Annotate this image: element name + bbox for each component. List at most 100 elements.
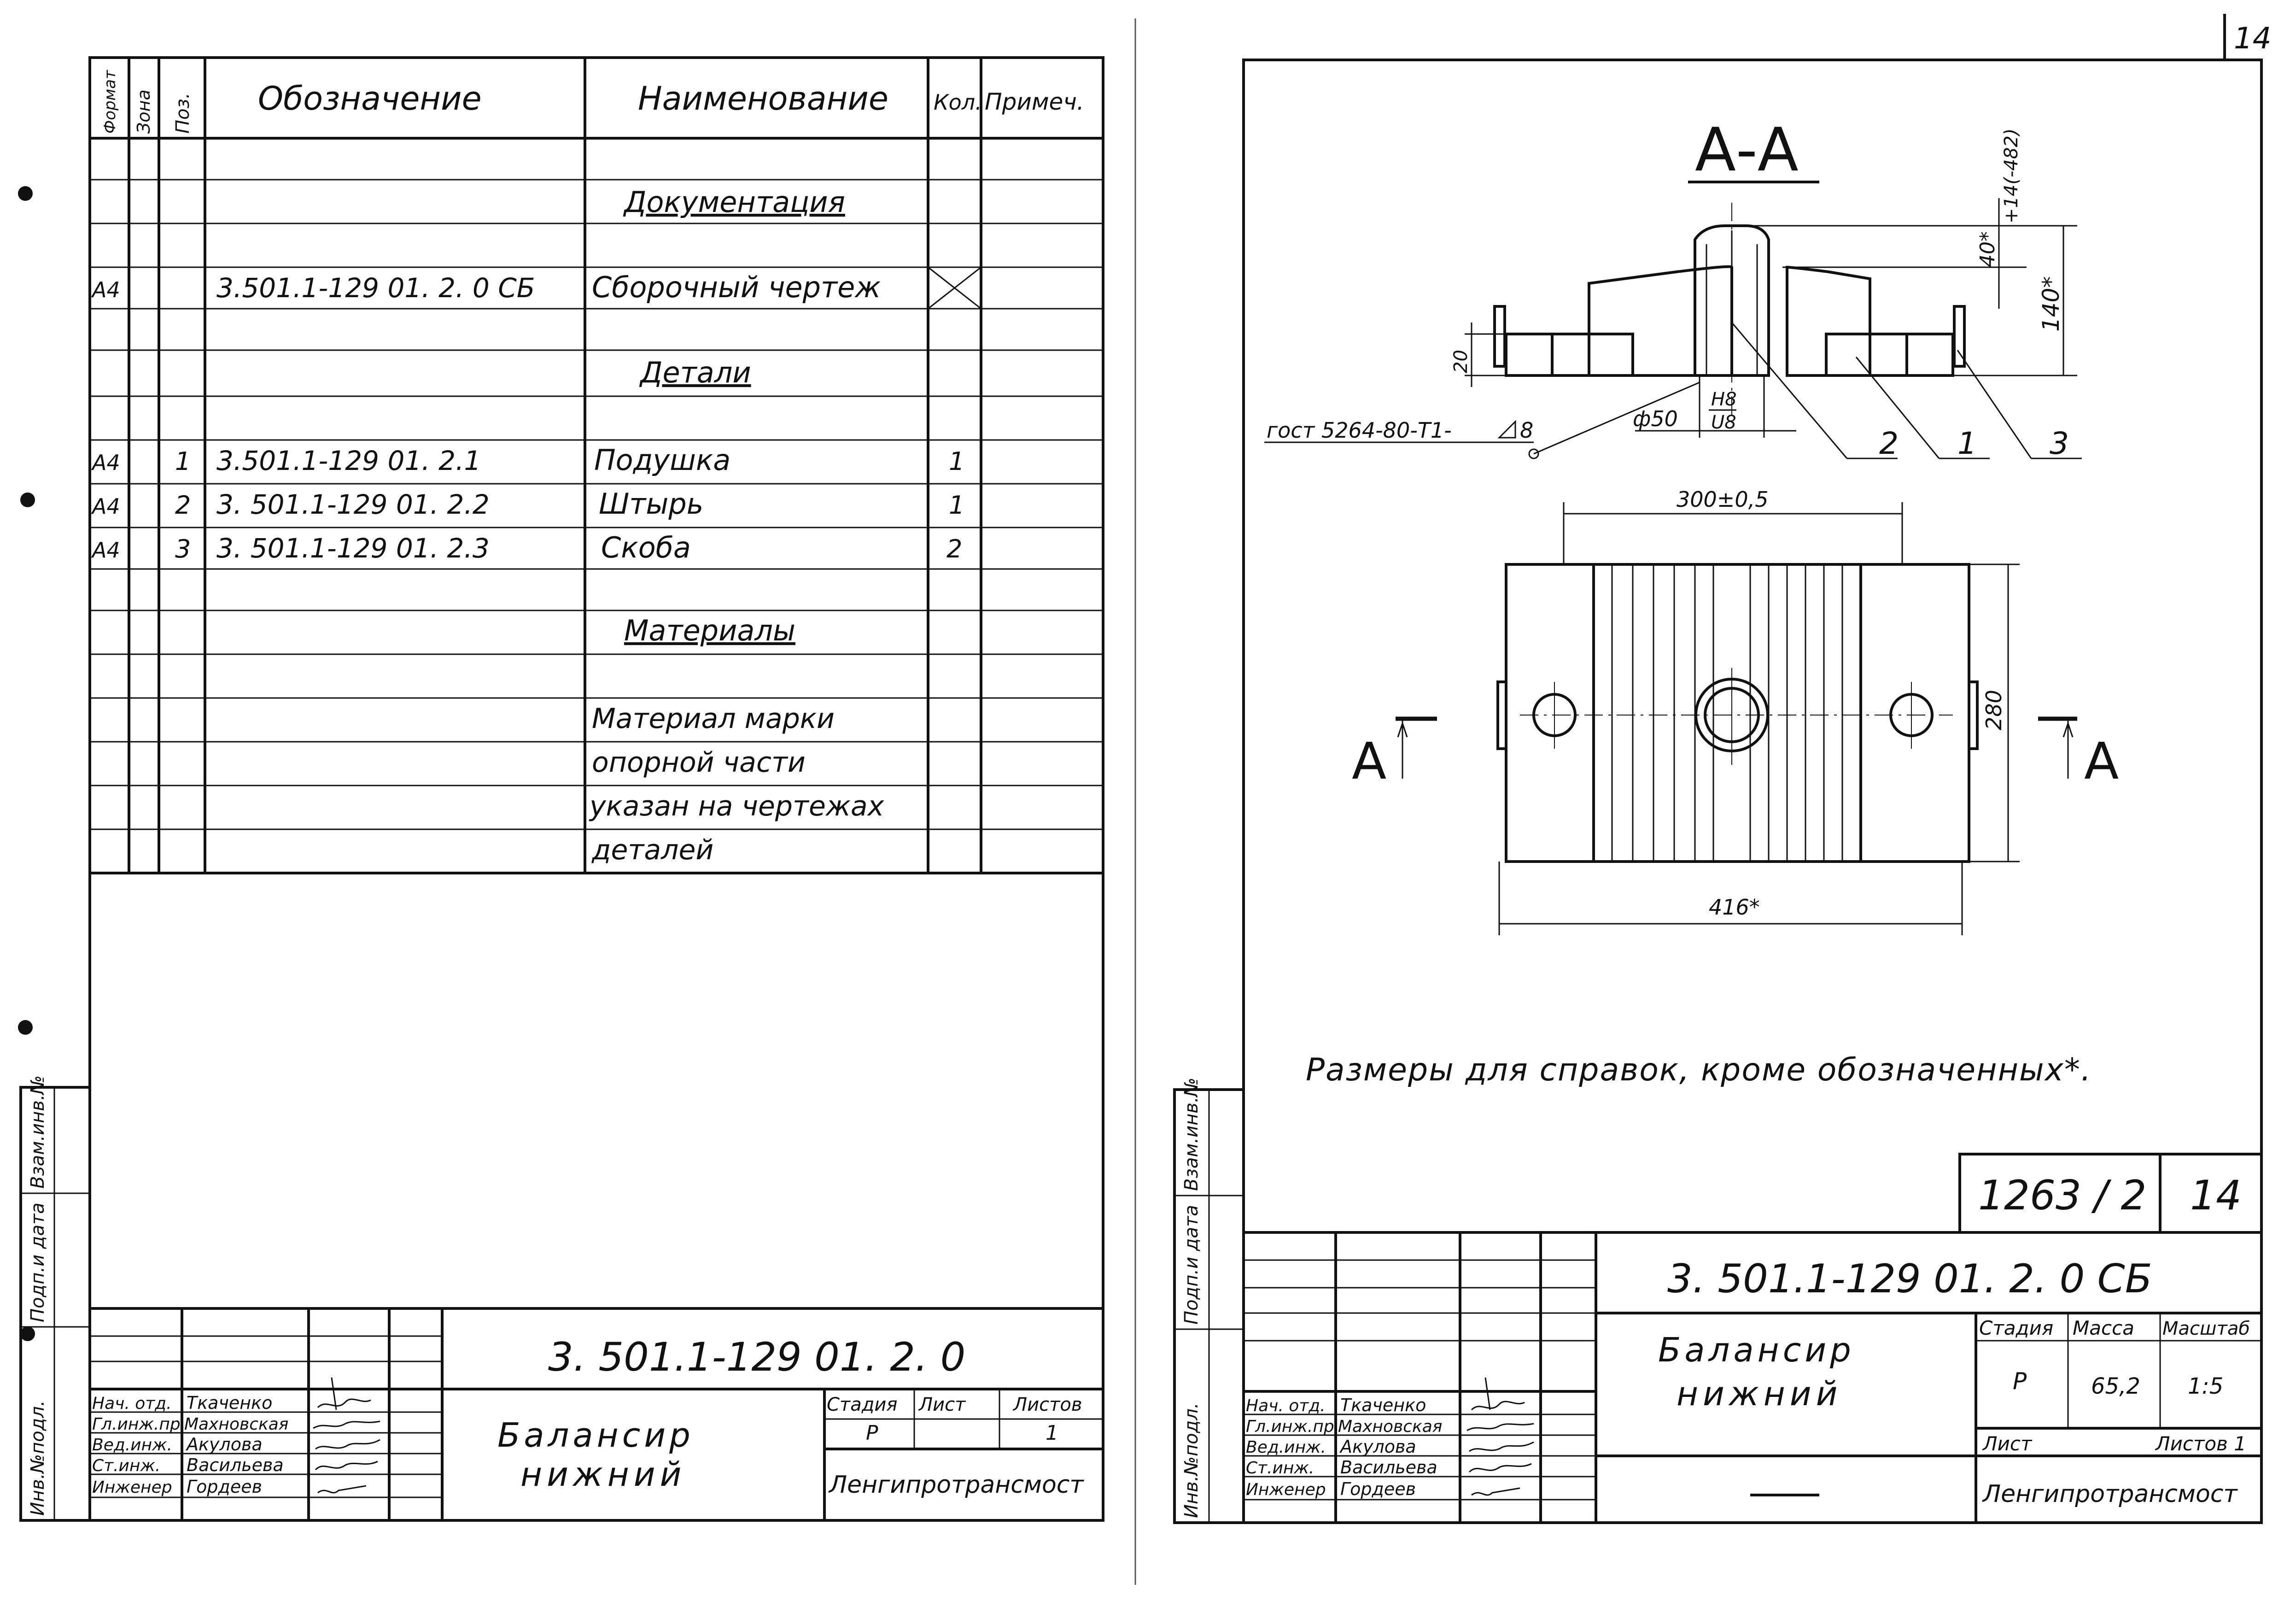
right-signature-2 xyxy=(1466,1423,1534,1431)
row-1-designation: 3.501.1-129 01. 2. 0 СБ xyxy=(216,272,535,304)
left-role-5: Инженер xyxy=(92,1478,172,1497)
row-1-format: А4 xyxy=(91,277,120,302)
left-name-5: Гордеев xyxy=(187,1477,262,1497)
right-mass-value: 65,2 xyxy=(2091,1373,2140,1399)
right-signature-5 xyxy=(1471,1487,1520,1496)
right-name-2: Махновская xyxy=(1338,1417,1442,1436)
right-name-5: Гордеев xyxy=(1340,1479,1416,1499)
right-stage-label: Стадия xyxy=(1979,1317,2053,1339)
right-side-label-1: Инв.№подл. xyxy=(1181,1402,1202,1518)
right-doc-code: 3. 501.1-129 01. 2. 0 СБ xyxy=(1667,1256,2152,1302)
left-doc-code: 3. 501.1-129 01. 2. 0 xyxy=(548,1334,965,1380)
right-role-1: Нач. отд. xyxy=(1246,1396,1326,1415)
header-format: Формат xyxy=(101,70,119,134)
page-number: 14 xyxy=(2234,22,2271,56)
left-role-2: Гл.инж.пр. xyxy=(92,1415,186,1434)
callout-1: 1 xyxy=(1957,426,1977,461)
row-1-name: Сборочный чертеж xyxy=(592,270,881,304)
plan-view xyxy=(1496,563,1979,863)
left-name-1: Ткаченко xyxy=(187,1393,272,1413)
left-stage-label: Стадия xyxy=(827,1394,897,1415)
left-side-label-3: Взам.инв.№ xyxy=(27,1075,48,1189)
left-title-line-1: Балансир xyxy=(497,1416,694,1454)
right-signature-1 xyxy=(1471,1377,1525,1411)
row-4-designation: 3. 501.1-129 01. 2.3 xyxy=(216,533,490,564)
left-role-4: Ст.инж. xyxy=(92,1456,160,1475)
right-sheet: 14 Взам.инв.№ Подп.и дата Инв.№подл. А-А xyxy=(1173,14,2271,1524)
left-side-strip xyxy=(19,1086,91,1522)
section-parts: Детали xyxy=(639,356,751,389)
plan-dimensions xyxy=(1498,502,2020,935)
row-3-qty: 1 xyxy=(949,491,964,520)
right-title-block: 3. 501.1-129 01. 2. 0 СБ Балансир нижний… xyxy=(1244,1231,2261,1523)
right-signature-3 xyxy=(1469,1441,1534,1452)
dim-phi50: ф50 xyxy=(1633,406,1678,431)
row-2-name: Подушка xyxy=(594,443,730,477)
left-side-label-2: Подп.и дата xyxy=(27,1202,48,1322)
right-role-5: Инженер xyxy=(1246,1480,1326,1499)
dim-40: 40* xyxy=(1976,231,1999,267)
left-role-1: Нач. отд. xyxy=(92,1394,172,1413)
left-side-label-1: Инв.№подл. xyxy=(27,1400,48,1516)
row-4-name: Скоба xyxy=(601,531,691,564)
row-2-format: А4 xyxy=(91,450,120,475)
row-4-pos: 3 xyxy=(175,534,191,563)
left-sheets-value: 1 xyxy=(1046,1421,1058,1445)
archive-number: 1263 / 2 xyxy=(1978,1172,2147,1219)
weld-triangle-icon xyxy=(1497,420,1516,439)
spec-row: А4 3.501.1-129 01. 2. 0 СБ Сборочный чер… xyxy=(91,270,881,304)
materials-note-line-4: деталей xyxy=(591,834,713,866)
section-mark-left: А xyxy=(1352,716,1437,791)
right-org: Ленгипротрансмост xyxy=(1982,1480,2238,1508)
right-scale-value: 1:5 xyxy=(2188,1373,2223,1399)
section-documentation: Документация xyxy=(623,185,845,219)
dim-fit-bottom: U8 xyxy=(1711,412,1736,433)
spec-row: А4 1 3.501.1-129 01. 2.1 Подушка 1 xyxy=(91,443,964,477)
materials-note-line-2: опорной части xyxy=(592,746,806,779)
right-side-label-3: Взам.инв.№ xyxy=(1181,1078,1202,1191)
header-designation: Обозначение xyxy=(258,80,482,117)
right-role-3: Вед.инж. xyxy=(1246,1438,1326,1457)
footnote: Размеры для справок, кроме обозначенных*… xyxy=(1306,1052,2092,1088)
materials-note-line-1: Материал марки xyxy=(592,703,835,735)
left-stage-value: Р xyxy=(866,1421,878,1445)
section-dimensions xyxy=(1264,198,2082,459)
left-role-3: Вед.инж. xyxy=(92,1436,172,1454)
dim-140: 140* xyxy=(2038,276,2064,332)
right-name-3: Акулова xyxy=(1339,1437,1416,1457)
right-side-label-2: Подп.и дата xyxy=(1181,1205,1202,1325)
left-sheets-label: Листов xyxy=(1012,1394,1082,1415)
left-name-2: Махновская xyxy=(184,1415,288,1434)
left-sheet-label: Лист xyxy=(918,1394,966,1415)
dim-280: 280 xyxy=(1981,690,2006,730)
left-name-4: Васильева xyxy=(187,1455,284,1475)
row-3-name: Штырь xyxy=(599,487,703,521)
section-mark-right-label: А xyxy=(2084,732,2119,791)
row-3-pos: 2 xyxy=(175,491,191,520)
right-role-4: Ст.инж. xyxy=(1246,1459,1314,1478)
weld-leg: 8 xyxy=(1520,418,1533,443)
materials-note-line-3: указан на чертежах xyxy=(589,790,884,822)
header-note: Примеч. xyxy=(985,88,1084,115)
header-zone: Зона xyxy=(134,89,154,134)
right-name-1: Ткаченко xyxy=(1340,1395,1426,1415)
header-name: Наименование xyxy=(638,80,888,117)
callout-2: 2 xyxy=(1879,426,1899,461)
spec-row: А4 3 3. 501.1-129 01. 2.3 Скоба 2 xyxy=(91,531,962,564)
section-mark-right: А xyxy=(2038,716,2119,791)
punch-hole xyxy=(18,1020,33,1035)
spec-row: А4 2 3. 501.1-129 01. 2.2 Штырь 1 xyxy=(91,487,964,521)
right-frame xyxy=(1242,59,2263,1524)
left-signature-5 xyxy=(317,1485,367,1494)
callout-3: 3 xyxy=(2050,426,2069,461)
row-4-qty: 2 xyxy=(946,534,962,563)
row-2-pos: 1 xyxy=(175,447,191,476)
right-name-4: Васильева xyxy=(1340,1457,1437,1478)
row-3-designation: 3. 501.1-129 01. 2.2 xyxy=(216,489,490,520)
row-3-format: А4 xyxy=(91,494,120,519)
left-title-line-2: нижний xyxy=(520,1455,686,1494)
dim-tolerance: +14(-482) xyxy=(2001,129,2022,223)
left-sheet: Взам.инв.№ Подп.и дата Инв.№подл. xyxy=(19,56,1104,1522)
row-4-format: А4 xyxy=(91,538,120,563)
